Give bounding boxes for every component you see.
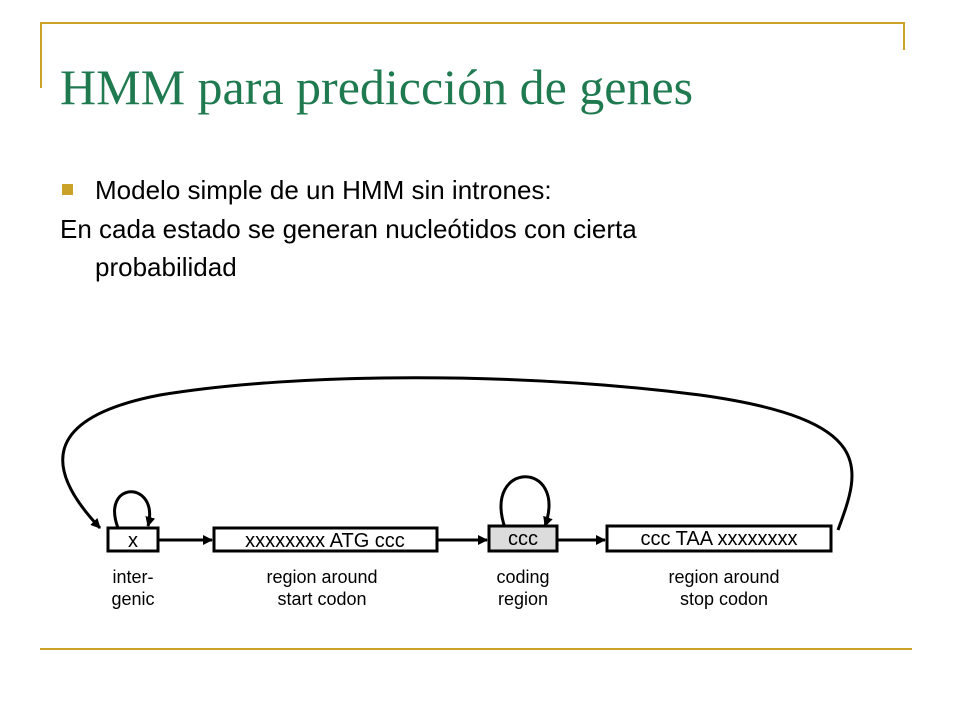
state-box-stop-region bbox=[605, 524, 833, 553]
caption-coding-line2: region bbox=[498, 589, 548, 609]
self-loop-coding bbox=[499, 475, 553, 529]
frame-bottom-line bbox=[40, 648, 912, 650]
caption-intergenic-line1: inter- bbox=[112, 567, 153, 587]
caption-start-line2: start codon bbox=[277, 589, 366, 609]
frame-left-line bbox=[40, 22, 42, 88]
frame-right-line bbox=[903, 22, 905, 50]
paragraph-line-1: En cada estado se generan nucleótidos co… bbox=[60, 214, 637, 244]
state-label-coding: ccc bbox=[508, 528, 538, 550]
caption-stop-line2: stop codon bbox=[680, 589, 768, 609]
caption-coding-line1: coding bbox=[496, 567, 549, 587]
caption-start-line1: region around bbox=[266, 567, 377, 587]
caption-stop-line1: region around bbox=[668, 567, 779, 587]
bullet-text: Modelo simple de un HMM sin intrones: bbox=[95, 175, 552, 205]
slide-title: HMM para predicción de genes bbox=[60, 59, 694, 115]
frame-top-line bbox=[40, 22, 905, 24]
paragraph-line-2: probabilidad bbox=[95, 252, 237, 282]
state-label-intergenic: x bbox=[128, 530, 138, 552]
state-label-stop-region: ccc TAA xxxxxxxx bbox=[640, 528, 797, 550]
bullet-square-icon bbox=[62, 184, 73, 195]
self-loop-intergenic bbox=[113, 490, 156, 529]
state-label-start-region: xxxxxxxx ATG ccc bbox=[245, 530, 405, 552]
caption-intergenic-line2: genic bbox=[111, 589, 154, 609]
return-loop-arrow bbox=[61, 376, 854, 531]
